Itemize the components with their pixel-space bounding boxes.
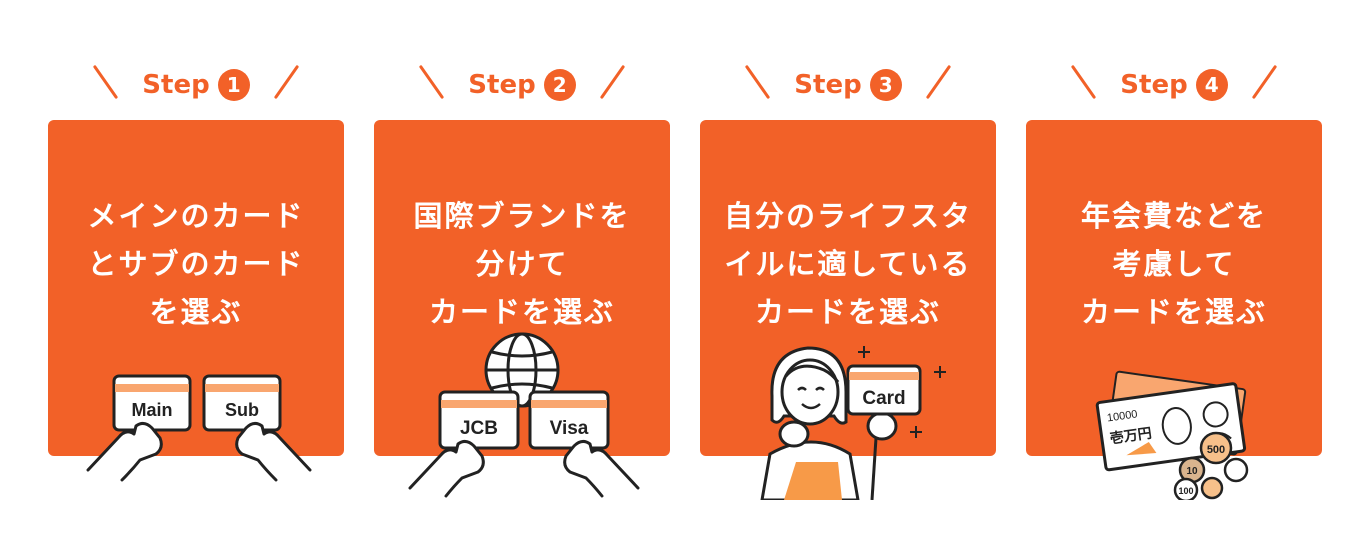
slash-decoration: [1070, 64, 1097, 100]
coin-icon: 100: [1173, 477, 1199, 500]
description-line: 年会費などを: [1080, 199, 1267, 233]
step-4: Step 4 年会費などを 考慮して カードを選ぶ 10000 壱万円 500: [1026, 0, 1322, 540]
sparkle-icon: [858, 346, 946, 438]
slash-decoration: [925, 64, 952, 100]
bill-value: 10000: [1106, 408, 1138, 424]
card-label: Visa: [550, 418, 589, 439]
card-label: Sub: [225, 400, 259, 420]
credit-card-icon: Sub: [202, 374, 282, 432]
step-label: Step: [1120, 70, 1188, 100]
coin-icon: [1200, 476, 1224, 500]
credit-card-icon: JCB: [438, 390, 520, 450]
step-header: Step 3: [700, 60, 996, 110]
step-header: Step 1: [48, 60, 344, 110]
face: [780, 358, 840, 426]
hands-holding-cards-illustration: Main Sub: [86, 374, 312, 482]
credit-card-icon: Main: [112, 374, 192, 432]
slash-decoration: [418, 64, 445, 100]
money-illustration: 10000 壱万円 500 10 100: [1095, 370, 1249, 500]
credit-card-icon: Card: [846, 364, 922, 416]
step-description: メインのカード とサブのカード を選ぶ: [48, 192, 344, 336]
hand-icon: [86, 421, 163, 482]
step-2: Step 2 国際ブランドを 分けて カードを選ぶ JCB Visa: [374, 0, 670, 540]
step-number-badge: 4: [1195, 69, 1228, 101]
step-label: Step: [468, 70, 536, 100]
step-1: Step 1 メインのカード とサブのカード を選ぶ Main Sub: [48, 0, 344, 540]
slash-decoration: [1251, 64, 1278, 100]
description-line: イルに適している: [724, 247, 972, 281]
step-card: 国際ブランドを 分けて カードを選ぶ: [374, 120, 670, 456]
description-line: とサブのカード: [87, 247, 305, 281]
coin-label: 10: [1186, 466, 1198, 477]
globe-and-brand-cards-illustration: JCB Visa: [408, 332, 640, 498]
description-line: メインのカード: [87, 199, 305, 233]
bill-kanji: 壱万円: [1109, 425, 1153, 448]
card-label: Main: [131, 400, 172, 420]
slash-decoration: [92, 64, 119, 100]
step-description: 国際ブランドを 分けて カードを選ぶ: [374, 192, 670, 336]
step-label: Step: [142, 70, 210, 100]
step-description: 年会費などを 考慮して カードを選ぶ: [1026, 192, 1322, 336]
step-header: Step 4: [1026, 60, 1322, 110]
step-3: Step 3 自分のライフスタ イルに適している カードを選ぶ Card: [700, 0, 996, 540]
description-line: カードを選ぶ: [754, 295, 941, 329]
step-card: メインのカード とサブのカード を選ぶ: [48, 120, 344, 456]
description-line: 自分のライフスタ: [723, 199, 972, 233]
step-header: Step 2: [374, 60, 670, 110]
hand-icon: [778, 420, 810, 448]
description-line: カードを選ぶ: [428, 295, 615, 329]
step-number-badge: 1: [217, 69, 250, 101]
step-number-badge: 2: [543, 69, 576, 101]
coin-icon: 500: [1199, 431, 1233, 465]
hand-icon: [235, 421, 312, 482]
description-line: 分けて: [475, 247, 569, 281]
hand-icon: [563, 439, 640, 498]
description-line: 考慮して: [1112, 247, 1236, 281]
description-line: を選ぶ: [149, 295, 243, 329]
card-label: Card: [862, 388, 905, 409]
card-label: JCB: [460, 418, 498, 439]
coin-label: 500: [1207, 444, 1225, 456]
person-with-card-illustration: Card: [760, 346, 946, 500]
credit-card-icon: Visa: [528, 390, 610, 450]
hand-icon: [408, 439, 485, 498]
slash-decoration: [599, 64, 626, 100]
coin-icon: [1223, 457, 1249, 483]
slash-decoration: [273, 64, 300, 100]
globe-icon: [484, 332, 560, 408]
coin-label: 100: [1178, 486, 1193, 496]
description-line: カードを選ぶ: [1080, 295, 1267, 329]
slash-decoration: [744, 64, 771, 100]
step-label: Step: [794, 70, 862, 100]
step-description: 自分のライフスタ イルに適している カードを選ぶ: [700, 192, 996, 336]
description-line: 国際ブランドを: [413, 199, 631, 233]
step-number-badge: 3: [869, 69, 902, 101]
hand-icon: [866, 411, 898, 441]
